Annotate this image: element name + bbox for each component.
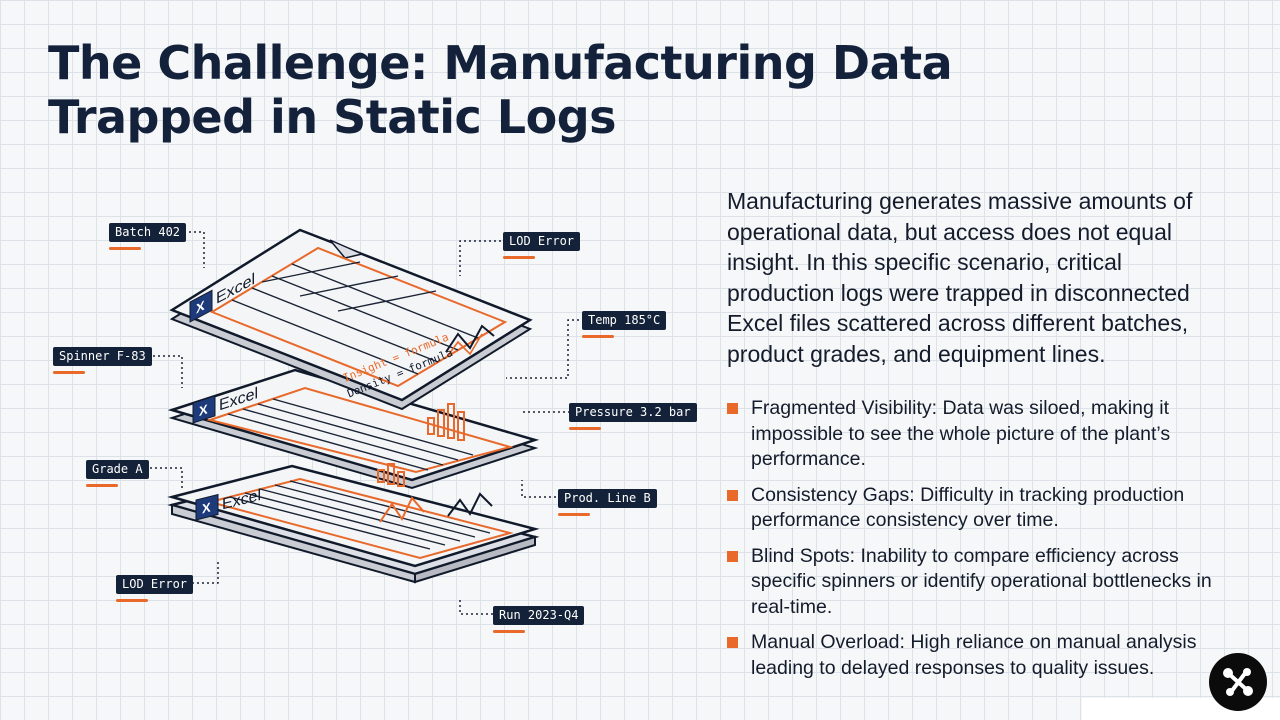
list-item: Blind Spots: Inability to compare effici… <box>727 544 1247 621</box>
tag-lod-error-top: LOD Error <box>503 232 581 259</box>
bullet-square-icon <box>727 489 738 501</box>
list-item-text: Consistency Gaps: Difficulty in tracking… <box>751 483 1185 532</box>
tag-lod-error-bottom: LOD Error <box>116 575 194 602</box>
tag-run: Run 2023-Q4 <box>493 606 585 633</box>
stacked-spreadsheets-illustration: X Excel X Excel <box>148 228 584 615</box>
page-title: The Challenge: Manufacturing Data Trappe… <box>48 36 953 144</box>
bullet-square-icon <box>727 403 738 414</box>
intro-paragraph: Manufacturing generates massive amounts … <box>727 188 1193 367</box>
tag-pressure: Pressure 3.2 bar <box>569 403 697 430</box>
svg-text:X: X <box>196 297 205 317</box>
tag-production-line: Prod. Line B <box>558 489 657 516</box>
svg-text:X: X <box>199 402 208 419</box>
tag-spinner: Spinner F-83 <box>53 347 152 374</box>
tag-batch: Batch 402 <box>109 223 187 250</box>
spreadsheet-top: Insight = formula Density = formula X Ex… <box>169 228 533 411</box>
spreadsheet-middle: X Excel <box>167 368 540 490</box>
tag-grade: Grade A <box>86 460 149 487</box>
list-item: Consistency Gaps: Difficulty in tracking… <box>727 483 1247 534</box>
list-item-text: Blind Spots: Inability to compare effici… <box>751 544 1212 618</box>
list-item: Manual Overload: High reliance on manual… <box>727 630 1247 681</box>
challenge-list: Fragmented Visibility: Data was siloed, … <box>727 396 1247 691</box>
svg-text:X: X <box>202 499 211 516</box>
spreadsheet-bottom: X Excel <box>167 464 540 584</box>
list-item-text: Manual Overload: High reliance on manual… <box>751 631 1197 679</box>
bullet-square-icon <box>727 637 738 648</box>
list-item: Fragmented Visibility: Data was siloed, … <box>727 396 1247 473</box>
bullet-square-icon <box>727 550 738 562</box>
tag-temperature: Temp 185°C <box>582 311 667 338</box>
title-line-2: Trapped in Static Logs <box>48 90 617 144</box>
list-item-text: Fragmented Visibility: Data was siloed, … <box>751 397 1171 470</box>
bar-chart-glyph <box>377 403 465 487</box>
leader-lines <box>148 231 584 615</box>
brand-network-icon[interactable] <box>1209 653 1267 711</box>
title-line-1: The Challenge: Manufacturing Data <box>48 36 953 90</box>
